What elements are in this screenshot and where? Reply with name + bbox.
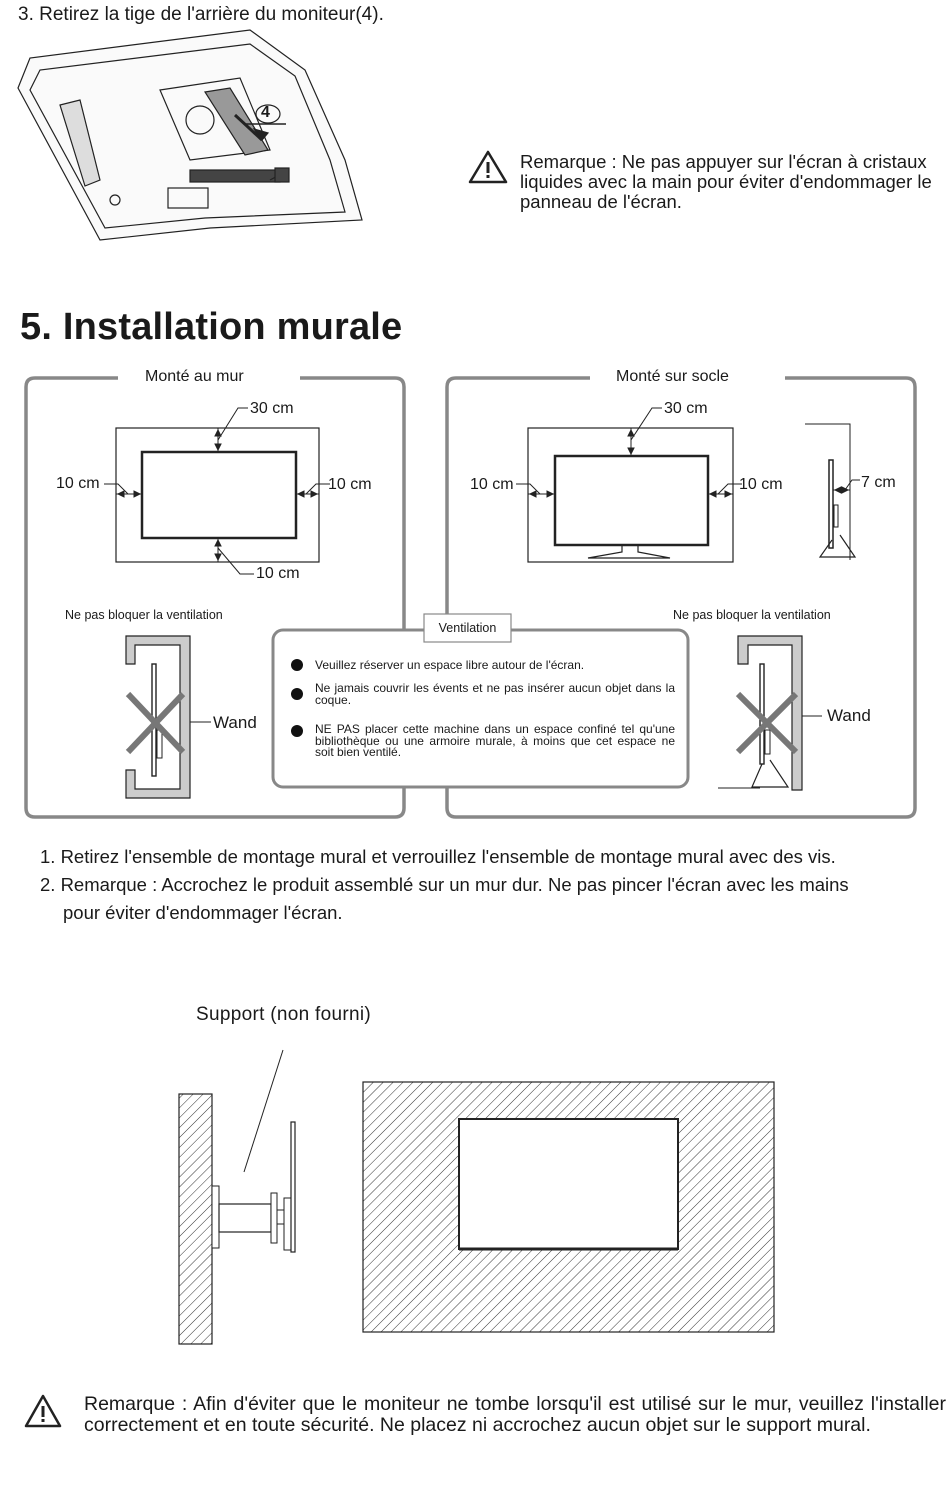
wall-bottom-clearance: 10 cm — [256, 565, 300, 582]
stand-top-clearance: 30 cm — [664, 400, 708, 417]
wall-label-left: Wand — [213, 713, 257, 732]
wall-top-clearance: 30 cm — [250, 400, 294, 417]
wall-right-clearance: 10 cm — [328, 476, 372, 493]
step3-text: 3. Retirez la tige de l'arrière du monit… — [18, 4, 384, 25]
monitor-back-illustration — [17, 29, 363, 241]
stand-side-clearance: 7 cm — [861, 474, 896, 491]
wall-panel-frame — [24, 376, 406, 819]
section-title: 5. Installation murale — [20, 306, 403, 348]
instruction-1: 1. Retirez l'ensemble de montage mural e… — [40, 846, 836, 867]
left-vent-wrong-illustration — [125, 635, 211, 799]
warning-icon — [468, 150, 508, 184]
ventilation-item: Ne jamais couvrir les évents et ne pas i… — [315, 681, 675, 707]
ventilation-item: Veuillez réserver un espace libre autour… — [315, 658, 585, 672]
support-label: Support (non fourni) — [196, 1004, 371, 1025]
right-vent-wrong-illustration — [718, 635, 822, 791]
warning-icon-bottom — [24, 1394, 62, 1428]
wall-label-right: Wand — [827, 706, 871, 725]
wall-left-clearance: 10 cm — [56, 475, 100, 492]
callout-4 — [245, 104, 286, 125]
wall-clearance-diagram — [104, 407, 330, 575]
support-side-illustration — [178, 1049, 296, 1345]
ventilation-box — [271, 613, 690, 789]
note-top: Remarque : Ne pas appuyer sur l'écran à … — [520, 151, 932, 212]
instruction-2: 2. Remarque : Accrochez le produit assem… — [40, 874, 849, 895]
callout-4-label: 4 — [261, 104, 270, 121]
stand-panel-title: Monté sur socle — [616, 368, 729, 385]
wall-vent-label: Ne pas bloquer la ventilation — [65, 608, 223, 622]
stand-panel-frame — [445, 376, 917, 819]
ventilation-item: NE PAS placer cette machine dans un espa… — [315, 722, 675, 759]
stand-right-clearance: 10 cm — [739, 476, 783, 493]
stand-left-clearance: 10 cm — [470, 476, 514, 493]
stand-clearance-diagram — [516, 407, 860, 563]
support-front-illustration — [362, 1081, 775, 1333]
instruction-2-continued: pour éviter d'endommager l'écran. — [63, 902, 343, 923]
wall-panel-title: Monté au mur — [145, 368, 244, 385]
stand-vent-label: Ne pas bloquer la ventilation — [673, 608, 831, 622]
note-bottom: Remarque : Afin d'éviter que le moniteur… — [84, 1393, 946, 1436]
ventilation-title: Ventilation — [438, 621, 497, 635]
